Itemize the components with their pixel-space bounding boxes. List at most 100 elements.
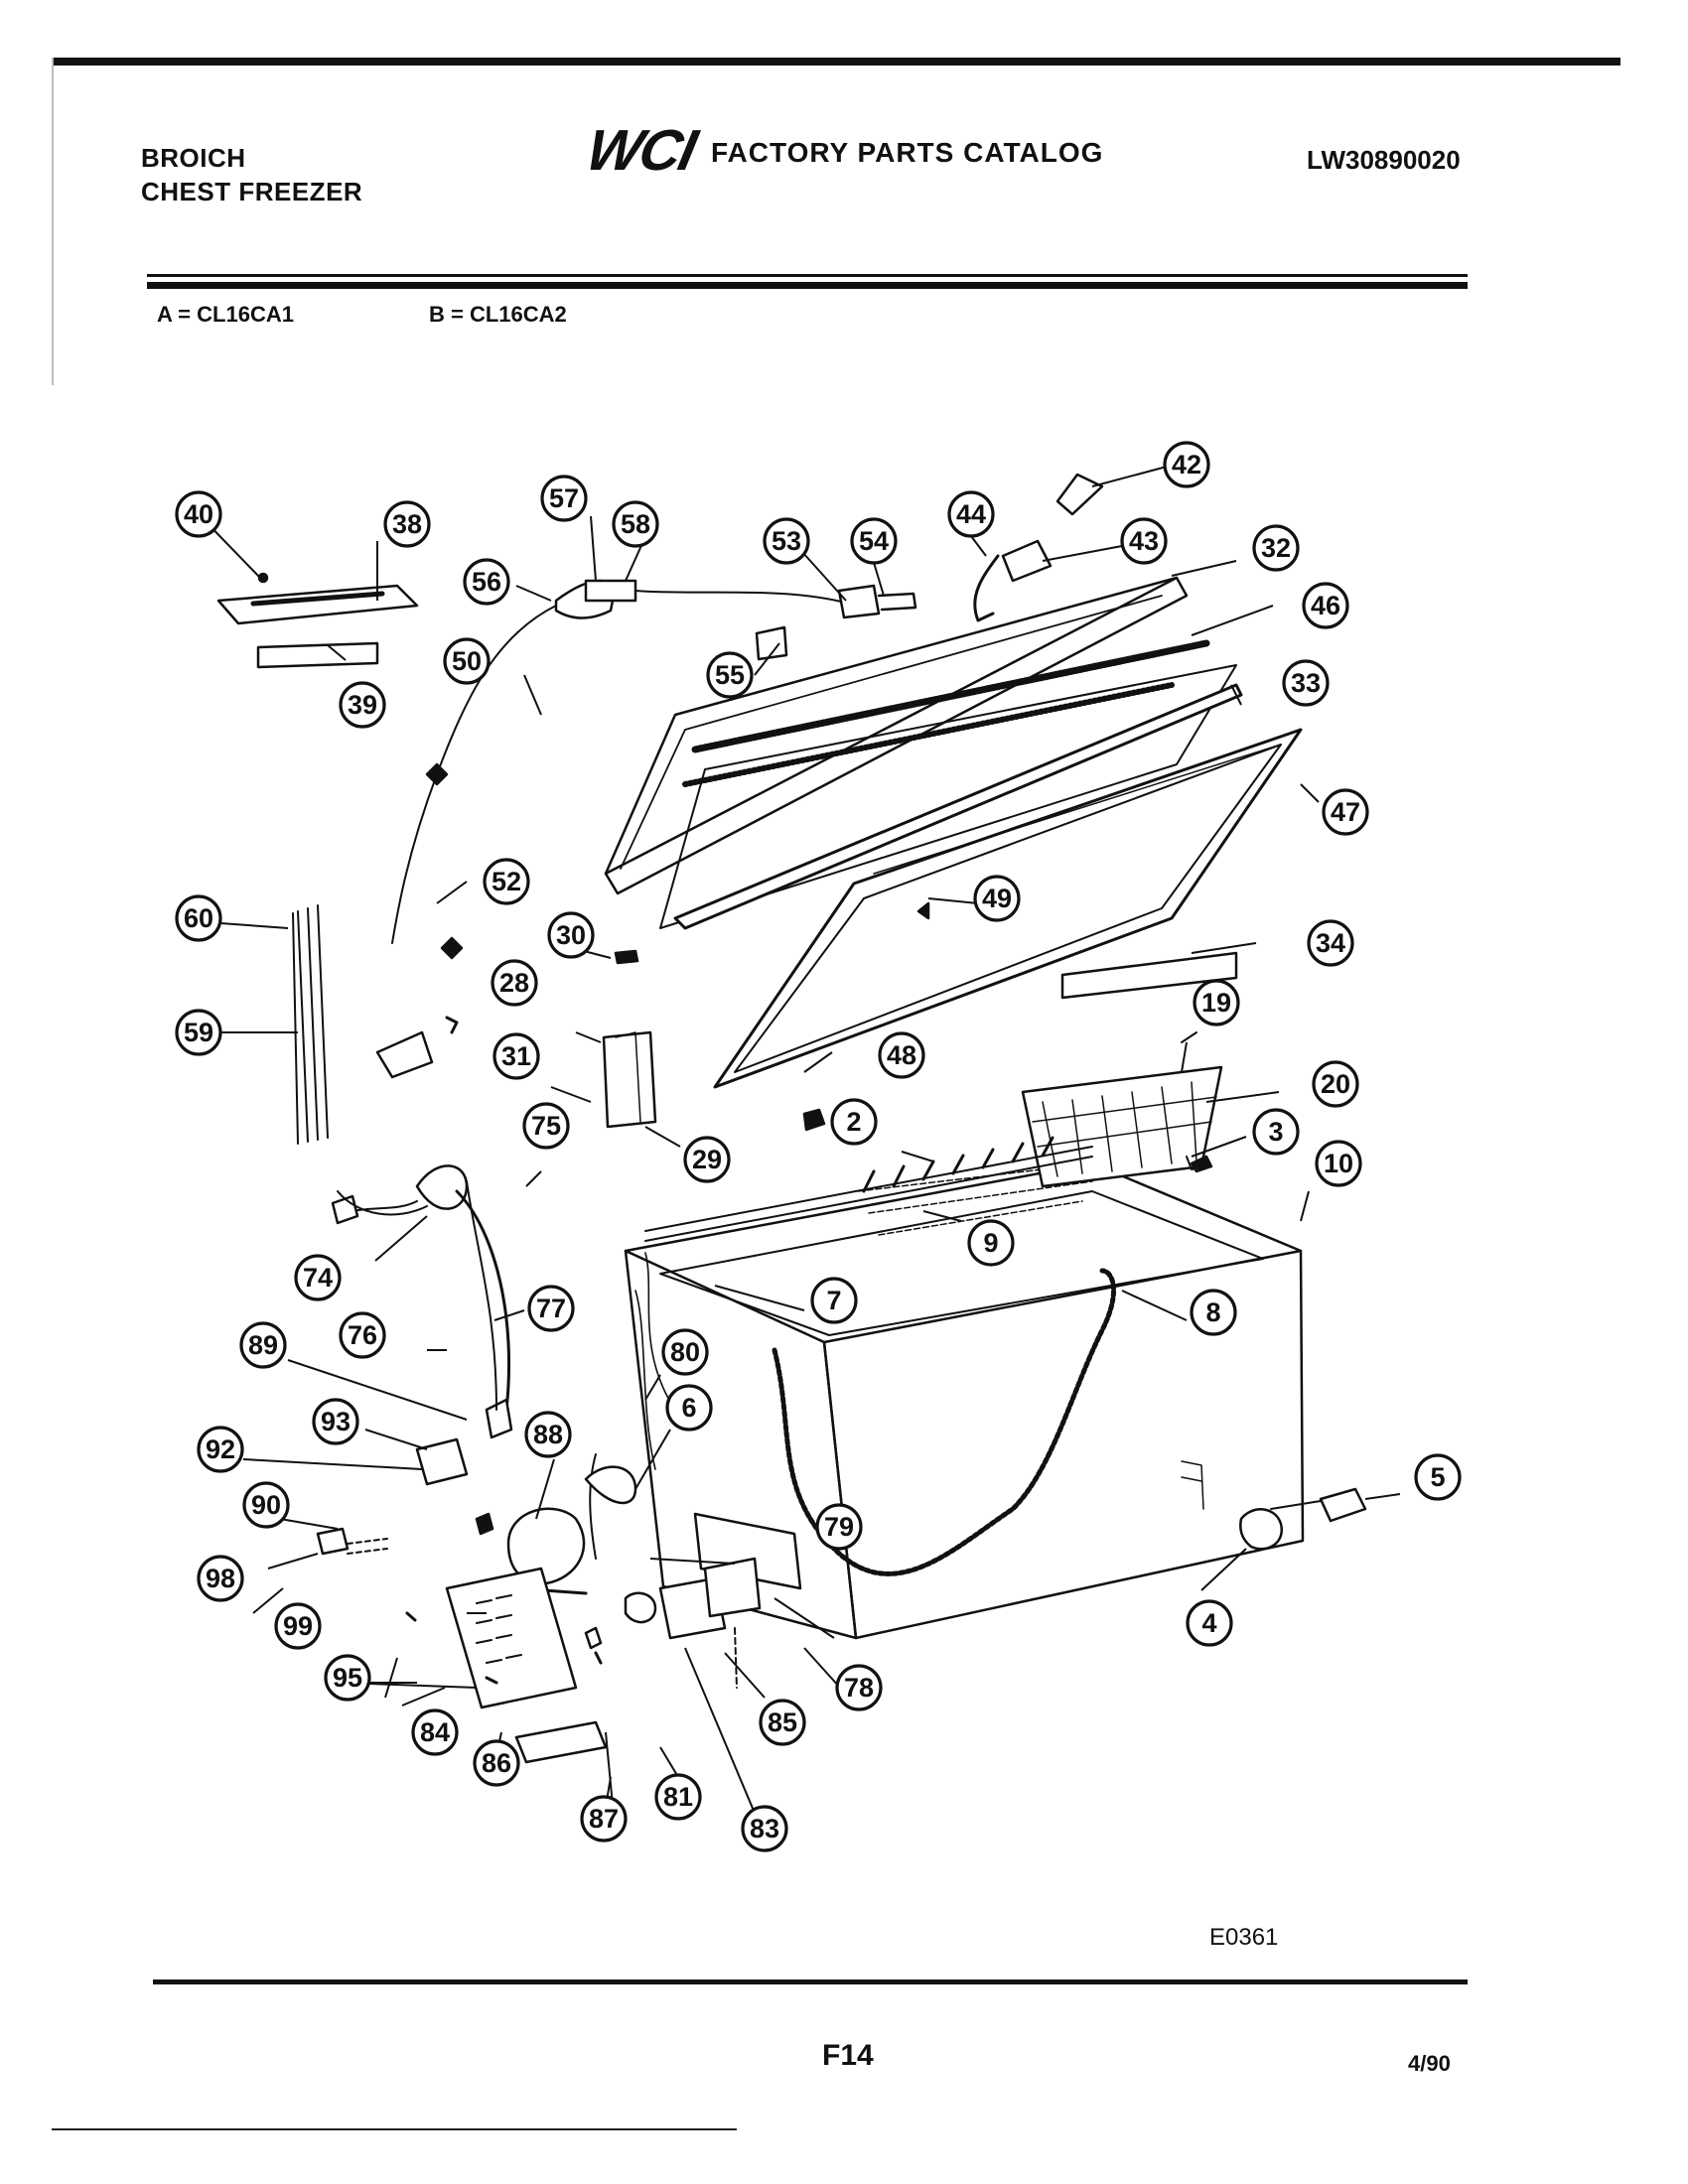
- callout-90: 90: [242, 1481, 290, 1529]
- callout-74: 74: [294, 1254, 342, 1301]
- svg-text:28: 28: [499, 968, 529, 998]
- svg-text:7: 7: [826, 1286, 841, 1315]
- callout-40: 40: [175, 490, 222, 538]
- svg-text:98: 98: [206, 1564, 235, 1593]
- thermostat-drawing: [584, 1031, 1367, 1689]
- callout-2: 2: [830, 1098, 878, 1146]
- callout-9: 9: [967, 1219, 1015, 1267]
- callout-95: 95: [324, 1654, 371, 1702]
- svg-text:9: 9: [983, 1228, 998, 1258]
- model-a-label: A = CL16CA1: [157, 302, 294, 327]
- svg-text:92: 92: [206, 1434, 235, 1464]
- callout-5: 5: [1414, 1453, 1462, 1501]
- page-date: 4/90: [1408, 2051, 1451, 2076]
- svg-text:34: 34: [1316, 928, 1345, 958]
- svg-text:4: 4: [1201, 1608, 1216, 1638]
- callout-79: 79: [815, 1503, 863, 1551]
- callout-76: 76: [339, 1311, 386, 1359]
- callout-42: 42: [1163, 441, 1210, 488]
- svg-text:85: 85: [768, 1707, 797, 1737]
- callout-50: 50: [443, 637, 491, 685]
- callout-99: 99: [274, 1602, 322, 1650]
- callout-98: 98: [197, 1555, 244, 1602]
- svg-text:54: 54: [859, 526, 889, 556]
- callout-52: 52: [483, 858, 530, 905]
- svg-text:99: 99: [283, 1611, 313, 1641]
- svg-text:29: 29: [692, 1145, 722, 1174]
- svg-text:38: 38: [392, 509, 422, 539]
- callout-46: 46: [1302, 582, 1349, 629]
- svg-text:95: 95: [333, 1663, 362, 1693]
- svg-text:93: 93: [321, 1407, 351, 1436]
- svg-text:47: 47: [1331, 797, 1360, 827]
- svg-text:30: 30: [556, 920, 586, 950]
- callout-53: 53: [763, 517, 810, 565]
- svg-text:55: 55: [715, 660, 745, 690]
- footer-divider: [153, 1979, 1468, 1984]
- svg-text:81: 81: [663, 1782, 693, 1812]
- svg-text:77: 77: [536, 1294, 566, 1323]
- callout-3: 3: [1252, 1108, 1300, 1156]
- callout-60: 60: [175, 894, 222, 942]
- svg-text:31: 31: [501, 1041, 531, 1071]
- callout-89: 89: [239, 1321, 287, 1369]
- svg-text:2: 2: [846, 1107, 861, 1137]
- svg-text:89: 89: [248, 1330, 278, 1360]
- svg-text:58: 58: [621, 509, 650, 539]
- louver-panel-drawing: [405, 1567, 608, 1764]
- svg-text:83: 83: [750, 1814, 779, 1843]
- callout-48: 48: [878, 1031, 925, 1079]
- product-type: CHEST FREEZER: [141, 177, 363, 206]
- callout-32: 32: [1252, 524, 1300, 572]
- figure-code: E0361: [1209, 1924, 1279, 1951]
- svg-text:74: 74: [303, 1263, 333, 1293]
- callout-38: 38: [383, 500, 431, 548]
- basket-drawing: [1021, 1065, 1223, 1188]
- model-b-label: B = CL16CA2: [429, 302, 567, 327]
- lid-handle-drawing: [216, 572, 419, 669]
- svg-text:78: 78: [844, 1673, 874, 1703]
- callout-7: 7: [810, 1277, 858, 1324]
- callout-84: 84: [411, 1708, 459, 1756]
- callout-6: 6: [665, 1384, 713, 1432]
- callout-57: 57: [540, 475, 588, 522]
- page-number: F14: [822, 2039, 874, 2072]
- svg-text:80: 80: [670, 1337, 700, 1367]
- lamp-cord-drawing: [337, 1180, 497, 1411]
- callout-77: 77: [527, 1285, 575, 1332]
- svg-text:50: 50: [452, 646, 482, 676]
- callout-49: 49: [973, 875, 1021, 922]
- header-divider-thin: [147, 274, 1468, 277]
- light-wiring-drawing: [391, 473, 1104, 944]
- svg-text:32: 32: [1261, 533, 1291, 563]
- top-border-rule: [52, 58, 1620, 66]
- svg-text:86: 86: [482, 1748, 511, 1778]
- callout-29: 29: [683, 1136, 731, 1183]
- svg-text:52: 52: [492, 867, 521, 896]
- callout-92: 92: [197, 1426, 244, 1473]
- hinge-drawing: [292, 762, 1238, 1145]
- callout-59: 59: [175, 1009, 222, 1056]
- svg-text:46: 46: [1311, 591, 1340, 620]
- callout-10: 10: [1315, 1140, 1362, 1187]
- cabinet-drawing: [624, 1161, 1305, 1640]
- callout-20: 20: [1312, 1060, 1359, 1108]
- callout-28: 28: [491, 959, 538, 1007]
- callout-88: 88: [524, 1411, 572, 1458]
- condenser-coil-drawing: [644, 1136, 1093, 1242]
- leader-lines: [198, 466, 1401, 1838]
- header-divider-thick: [147, 282, 1468, 289]
- catalog-number: LW30890020: [1307, 145, 1461, 175]
- svg-text:88: 88: [533, 1420, 563, 1449]
- callout-43: 43: [1120, 517, 1168, 565]
- svg-text:48: 48: [887, 1040, 916, 1070]
- brand-name: BROICH: [141, 143, 246, 173]
- svg-text:39: 39: [348, 690, 377, 720]
- callout-56: 56: [463, 558, 510, 606]
- svg-text:20: 20: [1321, 1069, 1350, 1099]
- svg-text:40: 40: [184, 499, 213, 529]
- svg-text:59: 59: [184, 1018, 213, 1047]
- svg-text:79: 79: [824, 1512, 854, 1542]
- svg-text:43: 43: [1129, 526, 1159, 556]
